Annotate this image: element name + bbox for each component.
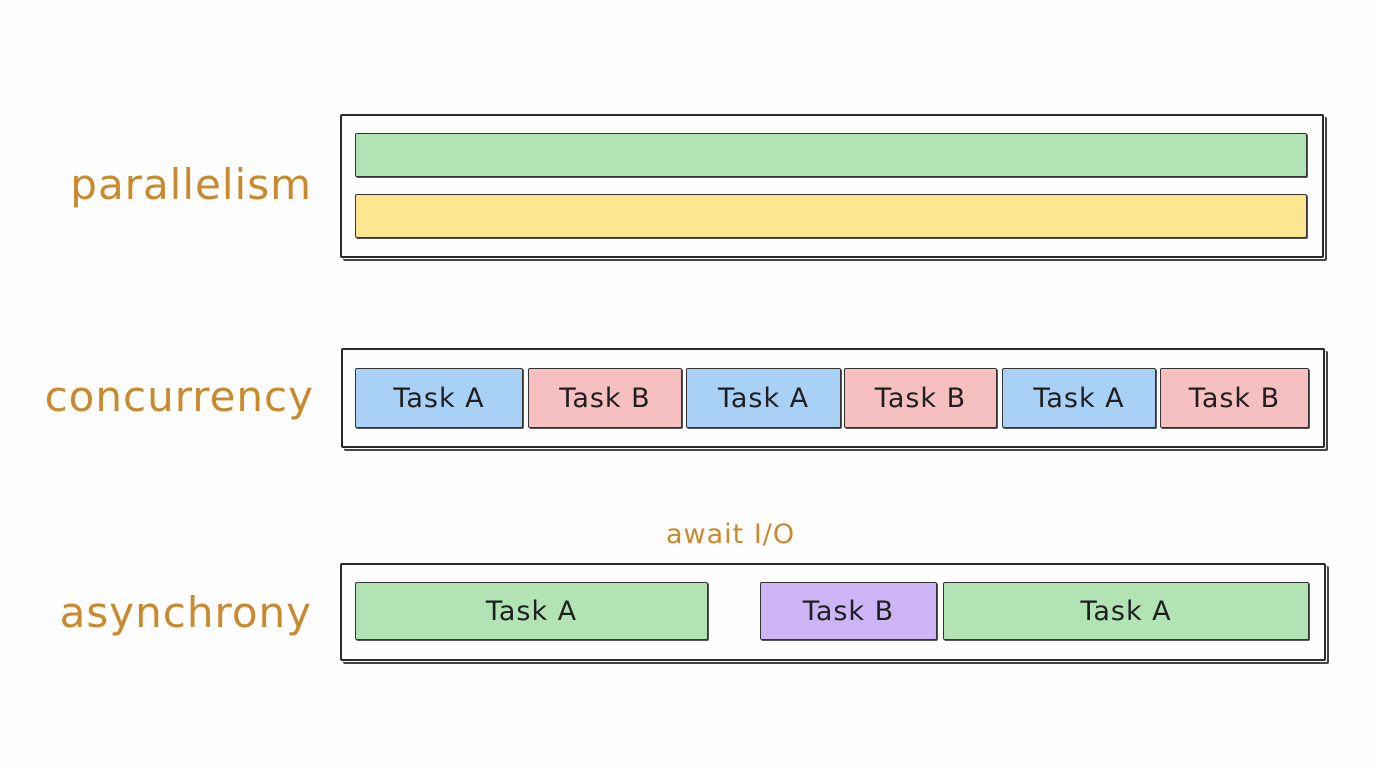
asynchrony-label: asynchrony [59, 588, 312, 637]
concurrency-task-b: Task B [1160, 368, 1309, 428]
concurrency-task-a: Task A [1002, 368, 1156, 428]
await-io-annotation: await I/O [666, 519, 796, 550]
asynchrony-track: Task A Task B Task A [340, 563, 1326, 661]
parallelism-label: parallelism [70, 160, 312, 209]
asynchrony-task-b: Task B [760, 582, 937, 640]
concurrency-task-a: Task A [355, 368, 523, 428]
concurrency-task-a: Task A [686, 368, 841, 428]
asynchrony-task-a: Task A [355, 582, 708, 640]
concurrency-track: Task A Task B Task A Task B Task A Task … [341, 348, 1325, 448]
concurrency-label: concurrency [44, 372, 314, 421]
parallelism-bar-green [355, 133, 1307, 177]
asynchrony-task-a: Task A [943, 582, 1309, 640]
parallelism-bar-yellow [355, 194, 1307, 238]
parallelism-track [340, 114, 1324, 258]
concurrency-task-b: Task B [844, 368, 997, 428]
concurrency-task-b: Task B [528, 368, 682, 428]
